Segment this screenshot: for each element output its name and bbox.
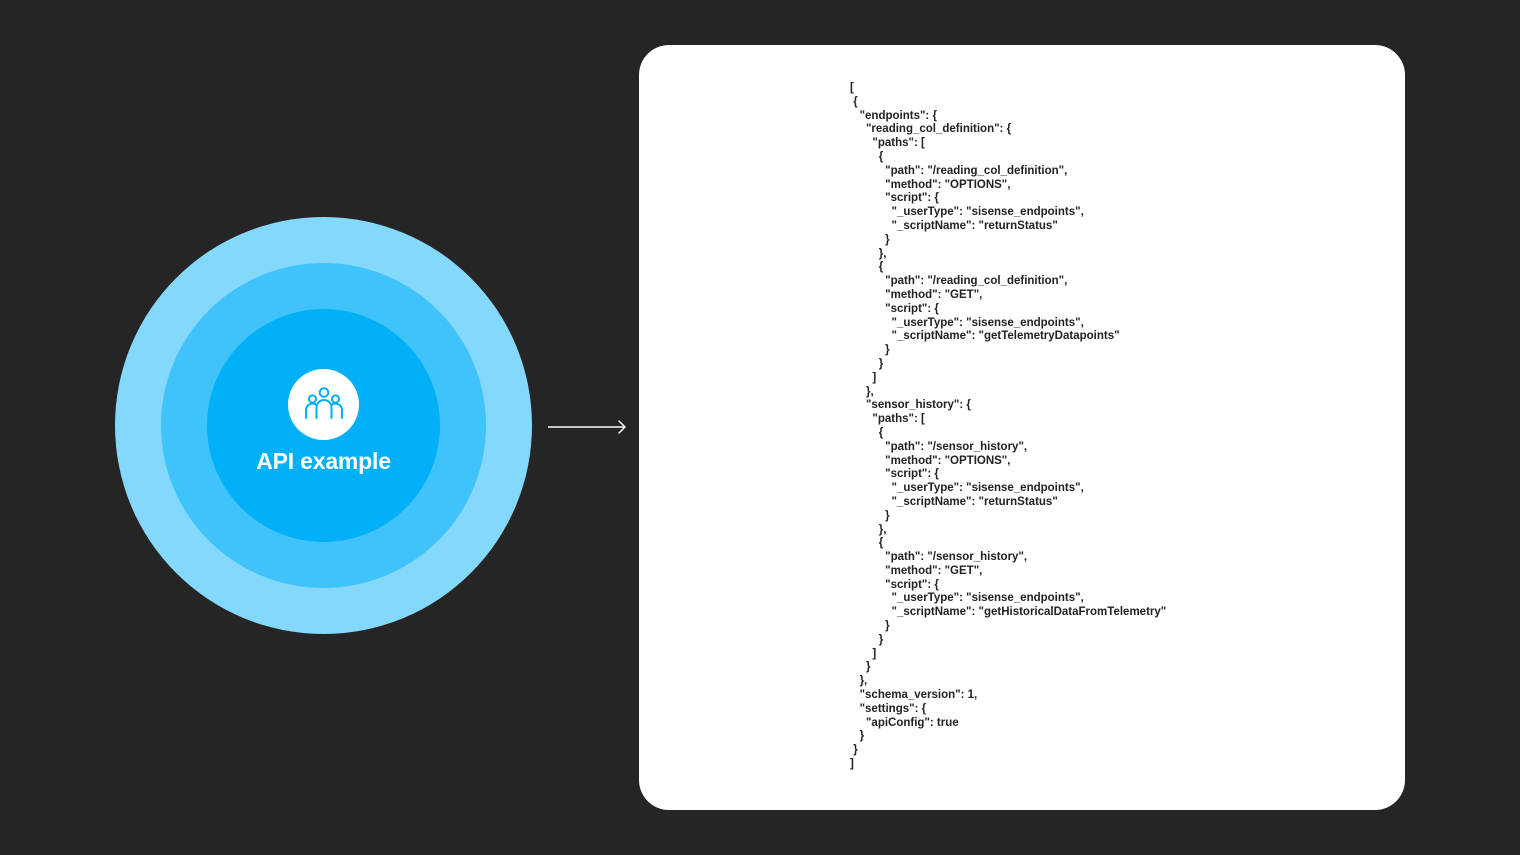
code-line: ] [850, 371, 877, 384]
code-line: "_scriptName": "returnStatus" [850, 495, 1058, 508]
node-label: API example [256, 448, 391, 474]
code-line: { [850, 150, 884, 163]
code-line: ] [850, 758, 854, 771]
code-line: } [850, 509, 890, 522]
code-line: "settings": { [850, 702, 927, 715]
code-line: "schema_version": 1, [850, 689, 978, 702]
code-line: }, [850, 675, 868, 688]
code-line: [ [850, 82, 854, 94]
code-card: [ { "endpoints": { "reading_col_definiti… [639, 45, 1405, 810]
code-line: "script": { [850, 302, 939, 315]
code-line: } [850, 744, 858, 757]
code-line: "method": "OPTIONS", [850, 178, 1011, 191]
code-line: } [850, 357, 884, 370]
code-line: "_userType": "sisense_endpoints", [850, 316, 1084, 329]
code-line: "method": "GET", [850, 564, 983, 577]
code-line: } [850, 344, 890, 357]
code-line: "_userType": "sisense_endpoints", [850, 206, 1084, 219]
code-line: "path": "/reading_col_definition", [850, 275, 1068, 288]
code-line: } [850, 661, 871, 674]
people-group-icon [288, 369, 359, 440]
code-line: "apiConfig": true [850, 716, 959, 729]
code-line: "reading_col_definition": { [850, 123, 1012, 136]
code-line: "path": "/sensor_history", [850, 440, 1028, 453]
code-line: "_scriptName": "getTelemetryDatapoints" [850, 330, 1120, 343]
code-line: }, [850, 385, 874, 398]
code-line: "path": "/sensor_history", [850, 551, 1028, 564]
code-line: "script": { [850, 192, 939, 205]
arrow-right-icon [548, 420, 626, 434]
code-line: "script": { [850, 578, 939, 591]
code-line: } [850, 730, 865, 743]
code-line: "script": { [850, 468, 939, 481]
people-group-icon-svg [304, 386, 343, 419]
code-line: "endpoints": { [850, 109, 937, 122]
code-line: { [850, 95, 858, 108]
code-line: "_scriptName": "getHistoricalDataFromTel… [850, 606, 1167, 619]
code-line: }, [850, 247, 887, 260]
code-line: { [850, 261, 884, 274]
code-line: { [850, 426, 884, 439]
code-line: "path": "/reading_col_definition", [850, 164, 1068, 177]
code-line: "_userType": "sisense_endpoints", [850, 482, 1084, 495]
json-code-block: [ { "endpoints": { "reading_col_definiti… [850, 82, 1166, 772]
code-line: } [850, 633, 884, 646]
code-line: "sensor_history": { [850, 399, 971, 412]
code-line: { [850, 537, 884, 550]
code-line: "paths": [ [850, 413, 925, 426]
code-line: "_userType": "sisense_endpoints", [850, 592, 1084, 605]
code-line: "paths": [ [850, 137, 925, 150]
code-line: "method": "GET", [850, 288, 983, 301]
code-line: } [850, 233, 890, 246]
code-line: ] [850, 647, 877, 660]
code-line: } [850, 620, 890, 633]
code-line: "method": "OPTIONS", [850, 454, 1011, 467]
code-line: }, [850, 523, 887, 536]
code-line: "_scriptName": "returnStatus" [850, 219, 1058, 232]
